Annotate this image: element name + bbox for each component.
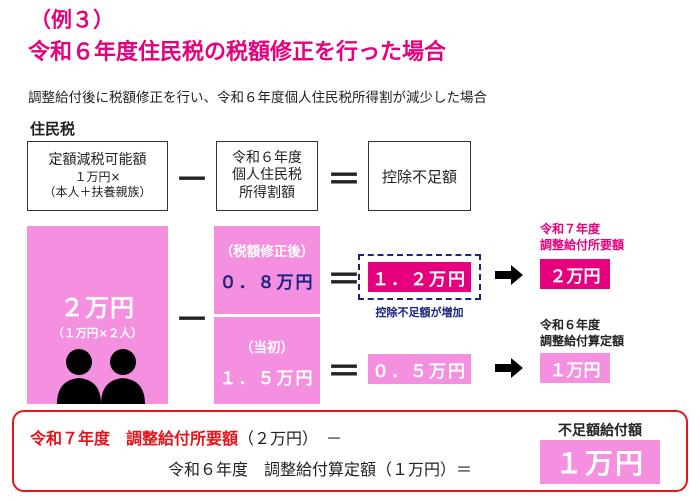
calc-equals-initial: ＝ [327, 351, 361, 392]
example-label: （例３） [30, 8, 114, 32]
right-arrow-icon [495, 358, 523, 378]
summary-line1-rest: （２万円） － [238, 429, 343, 448]
final-amount-value: １万円 [540, 440, 660, 484]
initial-label: （当初） [240, 340, 294, 356]
section-label: 住民税 [30, 120, 76, 138]
right-arrow-icon [495, 265, 523, 285]
calc-equals-revised: ＝ [327, 259, 361, 300]
shortfall-initial-box: ０．５万円 [368, 354, 471, 384]
page-subtitle: 調整給付後に税額修正を行い、令和６年度個人住民税所得割が減少した場合 [28, 90, 487, 106]
revised-label: （税額修正後） [219, 244, 315, 260]
formula-term-deduction: 定額減税可能額 １万円× （本人＋扶養親族） [27, 141, 168, 211]
term1-line1: 定額減税可能額 [48, 152, 147, 169]
page-title: 令和６年度住民税の税額修正を行った場合 [28, 40, 447, 65]
required-amount-value: ２万円 [540, 259, 610, 289]
revised-value: ０．８万円 [219, 273, 315, 293]
base-amount-detail: （１万円×２人） [52, 326, 143, 340]
required-amount-label: 令和７年度 調整給付所要額 [540, 222, 650, 253]
shortfall-increase-note: 控除不足額が増加 [375, 306, 464, 319]
term2-line1: 令和６年度 [232, 149, 302, 166]
formula-term-income-tax: 令和６年度 個人住民税 所得割額 [216, 141, 318, 211]
term2-line3: 所得割額 [239, 184, 295, 201]
people-silhouette-icon [57, 349, 145, 404]
calculated-amount-label: 令和６年度 調整給付算定額 [540, 318, 650, 349]
formula-equals: ＝ [327, 159, 361, 200]
initial-value: １．５万円 [219, 369, 315, 389]
term2-line2: 個人住民税 [232, 167, 302, 184]
base-amount: ２万円 [60, 294, 135, 322]
calculated-label-line1: 令和６年度 [540, 318, 601, 332]
shortfall-highlight-frame [358, 254, 481, 300]
base-amount-box: ２万円 （１万円×２人） [27, 226, 168, 404]
final-amount-label: 不足額給付額 [558, 423, 642, 439]
required-label-line1: 令和７年度 [540, 222, 601, 236]
calculated-amount-value: １万円 [540, 353, 610, 383]
calc-minus: － [175, 299, 209, 340]
divider [214, 314, 320, 317]
required-label-line2: 調整給付所要額 [540, 237, 625, 252]
summary-line1: 令和７年度 調整給付所要額（２万円） － [30, 425, 342, 449]
term1-line3: （本人＋扶養親族） [43, 185, 152, 200]
summary-line1-highlight: 令和７年度 調整給付所要額 [30, 429, 239, 448]
formula-term-shortfall: 控除不足額 [368, 141, 471, 211]
summary-line2: 令和６年度 調整給付算定額（１万円）＝ [168, 460, 473, 479]
calculated-label-line2: 調整給付算定額 [540, 333, 625, 348]
shortfall-revised-box: １．２万円 [368, 262, 471, 292]
income-tax-values-box: （税額修正後） ０．８万円 （当初） １．５万円 [214, 226, 320, 404]
term1-line2: １万円× [74, 169, 121, 184]
formula-minus: － [175, 159, 209, 200]
